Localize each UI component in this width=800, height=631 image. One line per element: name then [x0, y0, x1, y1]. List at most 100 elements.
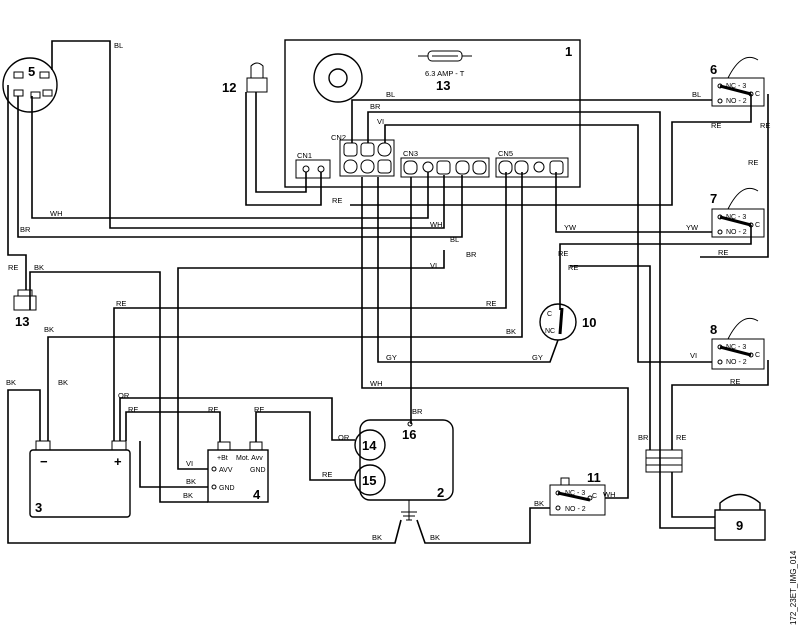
svg-text:BK: BK	[6, 378, 16, 387]
svg-text:VI: VI	[186, 459, 193, 468]
svg-text:BL: BL	[450, 235, 459, 244]
switch-11: NC - 3 NO - 2 C 11	[549, 470, 606, 516]
svg-text:RE: RE	[322, 470, 332, 479]
svg-text:RE: RE	[676, 433, 686, 442]
switch-7-number: 7	[710, 191, 717, 206]
svg-text:NO - 2: NO - 2	[726, 98, 747, 105]
component-9-number: 9	[736, 518, 743, 533]
svg-text:GND: GND	[250, 467, 266, 474]
svg-text:NC - 3: NC - 3	[726, 214, 746, 221]
motor: 14 15 16 2	[354, 419, 454, 521]
svg-text:RE: RE	[748, 158, 758, 167]
svg-text:RE: RE	[208, 405, 218, 414]
svg-text:BR: BR	[20, 225, 31, 234]
svg-text:WH: WH	[370, 379, 383, 388]
component-9: 9	[645, 449, 766, 541]
wire-labels: BL BL BL BR VI RE RE RE RE WH WH BR BL B…	[6, 41, 770, 542]
svg-text:+: +	[114, 454, 122, 469]
connector-13: 13	[13, 289, 37, 329]
svg-text:BK: BK	[372, 533, 382, 542]
terminal-16: 16	[402, 427, 416, 442]
svg-text:BK: BK	[44, 325, 54, 334]
svg-text:C: C	[755, 222, 760, 229]
cn1-label: CN1	[297, 151, 312, 160]
svg-text:BR: BR	[466, 250, 477, 259]
svg-text:BR: BR	[412, 407, 423, 416]
lamp-number: 12	[222, 80, 236, 95]
switch-6: NC - 3 NO - 2 C 6	[710, 56, 765, 107]
switch-7: NC - 3 NO - 2 C 7	[710, 187, 765, 238]
svg-text:BL: BL	[692, 90, 701, 99]
svg-text:RE: RE	[711, 121, 721, 130]
switch-10-number: 10	[582, 315, 596, 330]
svg-text:VI: VI	[690, 351, 697, 360]
svg-text:RE: RE	[568, 263, 578, 272]
svg-text:VI: VI	[430, 261, 437, 270]
svg-text:NO - 2: NO - 2	[726, 229, 747, 236]
fuse-rating-label: 6.3 AMP - T	[425, 69, 465, 78]
terminal-14: 14	[362, 438, 377, 453]
svg-text:WH: WH	[50, 209, 63, 218]
svg-text:NC - 3: NC - 3	[726, 83, 746, 90]
switch-6-number: 6	[710, 62, 717, 77]
terminal-15: 15	[362, 473, 376, 488]
svg-text:C: C	[755, 91, 760, 98]
svg-text:C: C	[755, 352, 760, 359]
svg-text:OR: OR	[338, 433, 350, 442]
svg-text:RE: RE	[760, 121, 770, 130]
svg-text:GND: GND	[219, 485, 235, 492]
wires	[7, 40, 769, 544]
fuse-number: 13	[436, 78, 450, 93]
module-number: 4	[253, 487, 261, 502]
svg-text:BK: BK	[534, 499, 544, 508]
svg-text:RE: RE	[486, 299, 496, 308]
svg-text:OR: OR	[118, 391, 130, 400]
svg-text:WH: WH	[603, 490, 616, 499]
switch-10: C NC 10	[539, 303, 596, 341]
connector-13-number: 13	[15, 314, 29, 329]
svg-text:BL: BL	[114, 41, 123, 50]
svg-text:BL: BL	[386, 90, 395, 99]
module: +Bt Mot. Avv AVV GND GND 4	[207, 441, 269, 503]
svg-text:BK: BK	[430, 533, 440, 542]
motor-number: 2	[437, 485, 444, 500]
svg-text:BK: BK	[506, 327, 516, 336]
svg-text:NC - 3: NC - 3	[565, 490, 585, 497]
svg-text:WH: WH	[430, 220, 443, 229]
svg-text:BK: BK	[58, 378, 68, 387]
svg-text:BR: BR	[370, 102, 381, 111]
key-switch: 5	[2, 57, 58, 113]
key-switch-number: 5	[28, 64, 35, 79]
svg-text:RE: RE	[8, 263, 18, 272]
svg-text:AVV: AVV	[219, 467, 233, 474]
svg-text:Mot. Avv: Mot. Avv	[236, 455, 263, 462]
svg-text:NC - 3: NC - 3	[726, 344, 746, 351]
cn5-label: CN5	[498, 149, 513, 158]
pcb-number: 1	[565, 44, 572, 59]
svg-text:C: C	[547, 311, 552, 318]
lamp: 12	[222, 62, 268, 95]
svg-text:RE: RE	[730, 377, 740, 386]
svg-text:RE: RE	[128, 405, 138, 414]
image-code: 172_23ET_IMG_014	[789, 550, 798, 625]
svg-text:NO - 2: NO - 2	[726, 359, 747, 366]
svg-text:RE: RE	[332, 196, 342, 205]
svg-text:GY: GY	[386, 353, 397, 362]
switch-8-number: 8	[710, 322, 717, 337]
cn2-label: CN2	[331, 133, 346, 142]
cn3-label: CN3	[403, 149, 418, 158]
svg-text:+Bt: +Bt	[217, 455, 228, 462]
svg-text:YW: YW	[564, 223, 577, 232]
svg-text:BK: BK	[186, 477, 196, 486]
svg-text:BR: BR	[638, 433, 649, 442]
svg-text:NC: NC	[545, 328, 555, 335]
svg-text:RE: RE	[116, 299, 126, 308]
svg-text:−: −	[40, 454, 48, 469]
svg-text:RE: RE	[718, 248, 728, 257]
switch-11-number: 11	[587, 470, 601, 485]
svg-text:NO - 2: NO - 2	[565, 506, 586, 513]
svg-text:C: C	[592, 493, 597, 500]
battery: − + 3	[29, 440, 131, 518]
battery-number: 3	[35, 500, 42, 515]
